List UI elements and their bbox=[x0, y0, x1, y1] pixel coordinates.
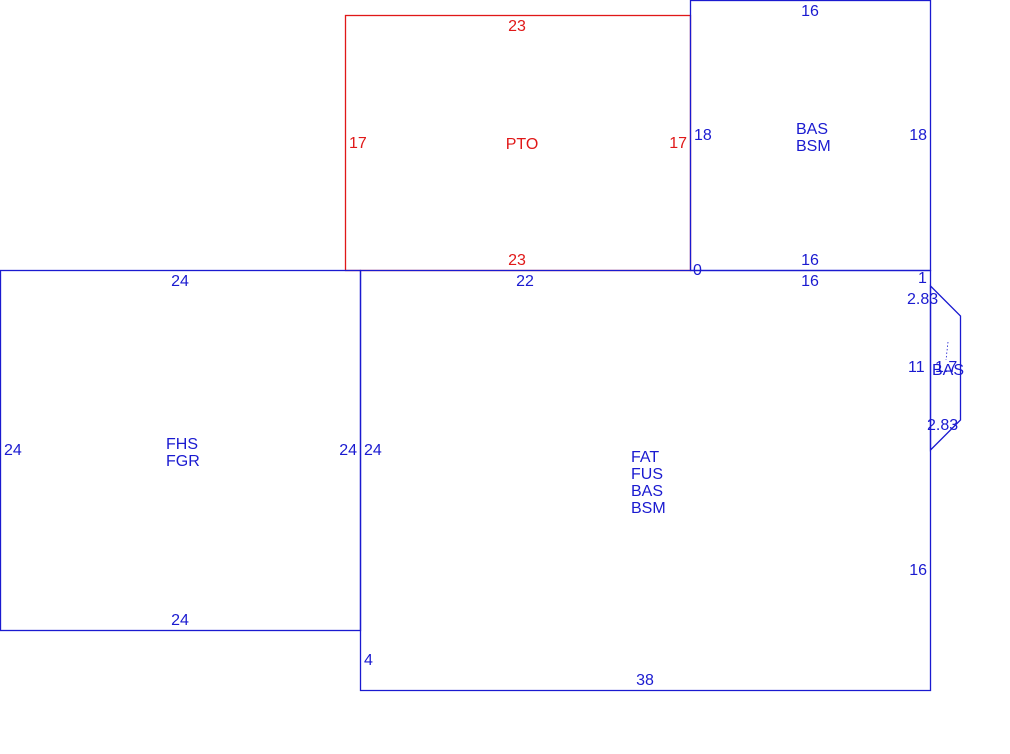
upper-bas-label-2: BSM bbox=[796, 138, 831, 155]
main-dim-top-right: 16 bbox=[801, 273, 819, 290]
garage-dim-bottom: 24 bbox=[171, 612, 189, 629]
main-dim-left: 24 bbox=[364, 442, 382, 459]
main-dim-step: 4 bbox=[364, 652, 373, 669]
pto-dim-top: 23 bbox=[508, 18, 526, 35]
garage-dim-left: 24 bbox=[4, 442, 22, 459]
main-label-2: FUS bbox=[631, 466, 663, 483]
pto-label: PTO bbox=[506, 136, 539, 153]
bay-dim-upper-diag: 2.83 bbox=[907, 291, 938, 308]
bay-outline bbox=[929, 284, 962, 452]
pto-dim-left: 17 bbox=[349, 135, 367, 152]
pto-dim-right: 17 bbox=[669, 135, 687, 152]
bay-dim-right: 1.7 bbox=[935, 359, 957, 376]
main-outline bbox=[359, 269, 932, 692]
pto-dim-bottom: 23 bbox=[508, 252, 526, 269]
bay-dim-lower-diag: 2.83 bbox=[927, 417, 958, 434]
garage-dim-right: 24 bbox=[339, 442, 357, 459]
garage-label-2: FGR bbox=[166, 453, 200, 470]
main-label-4: BSM bbox=[631, 500, 666, 517]
upper-bas-label-1: BAS bbox=[796, 121, 828, 138]
main-dim-right: 16 bbox=[909, 562, 927, 579]
garage-label-1: FHS bbox=[166, 436, 198, 453]
upper-bas-dim-right: 18 bbox=[909, 127, 927, 144]
bay-dim-left: 11 bbox=[908, 359, 925, 376]
main-label-1: FAT bbox=[631, 449, 659, 466]
garage-dim-top: 24 bbox=[171, 273, 189, 290]
main-dim-bottom: 38 bbox=[636, 672, 654, 689]
upper-bas-dim-bottom: 16 bbox=[801, 252, 819, 269]
main-dim-corner: 1 bbox=[918, 270, 927, 287]
bay-dotted-guide bbox=[945, 341, 949, 361]
upper-bas-dim-left: 18 bbox=[694, 127, 712, 144]
upper-bas-dim-top: 16 bbox=[801, 3, 819, 20]
upper-bas-dim-corner: 0 bbox=[693, 262, 702, 279]
bay-label: BAS bbox=[932, 362, 964, 379]
main-label-3: BAS bbox=[631, 483, 663, 500]
main-dim-top-left: 22 bbox=[516, 273, 534, 290]
